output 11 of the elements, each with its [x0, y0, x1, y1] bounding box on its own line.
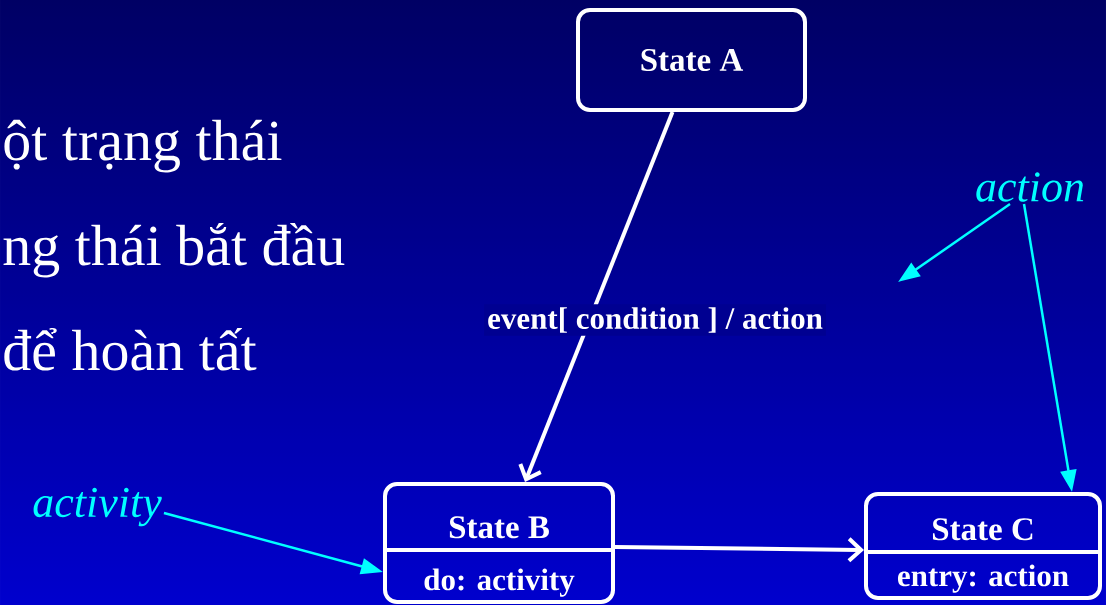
state-box: State C entry: action — [864, 492, 1102, 600]
transition-arrow — [518, 111, 675, 482]
state-box: State B do: activity — [383, 482, 615, 604]
annotation-text: action — [976, 172, 1084, 202]
slide-text: ng thái bắt đầu — [3, 223, 345, 278]
transition-arrow — [615, 537, 864, 563]
slide-text: ột trạng thái — [4, 119, 282, 173]
state-box: State A — [576, 8, 807, 112]
slide-text: để hoàn tất — [4, 327, 257, 371]
edge-label: event[ condition ] / action — [484, 304, 826, 336]
annotation-text: activity — [33, 487, 162, 527]
